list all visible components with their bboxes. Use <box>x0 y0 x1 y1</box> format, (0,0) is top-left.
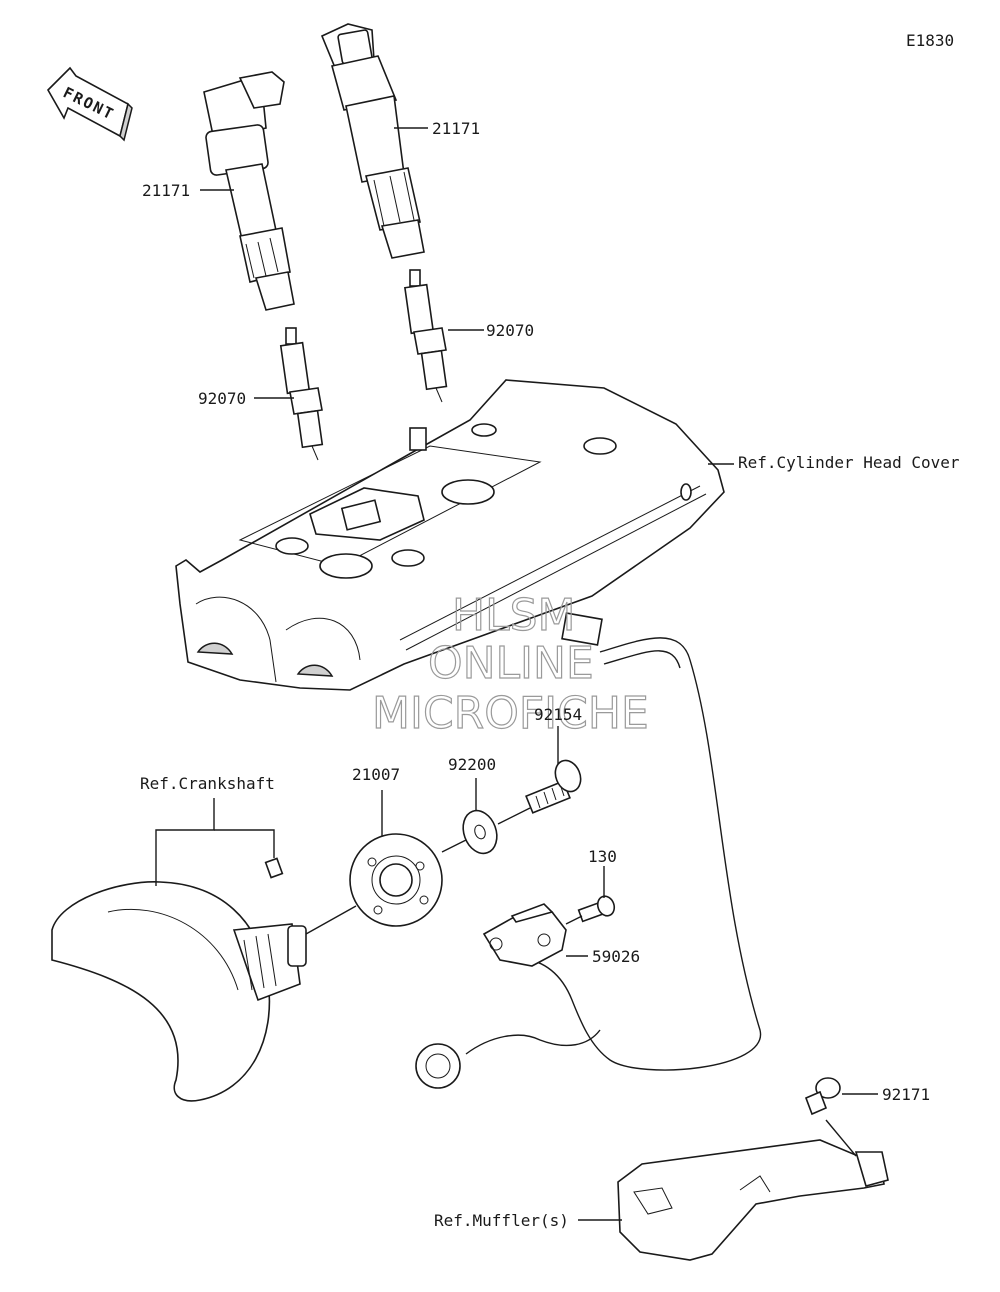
wire-clamp[interactable] <box>804 1077 841 1116</box>
watermark-line-1: HLSM <box>452 590 576 641</box>
label-bolt[interactable]: 92154 <box>534 705 582 724</box>
label-screw[interactable]: 130 <box>588 847 617 866</box>
spark-plug-right[interactable] <box>404 269 448 403</box>
label-plug-left[interactable]: 92070 <box>198 389 246 408</box>
watermark-line-3: MICROFICHE <box>372 688 649 739</box>
label-clamp[interactable]: 92171 <box>882 1085 930 1104</box>
crankshaft-sensor[interactable] <box>482 903 567 967</box>
spark-plug-left[interactable] <box>279 327 324 461</box>
crankshaft-flywheel[interactable] <box>51 857 307 1102</box>
pickup-wire-harness <box>415 612 761 1089</box>
rotor-bolt[interactable] <box>497 757 585 825</box>
label-plug-right[interactable]: 92070 <box>486 321 534 340</box>
label-head-cover: Ref.Cylinder Head Cover <box>738 453 960 472</box>
part-labels: 21171 21171 92070 92070 Ref.Cylinder Hea… <box>140 119 960 1230</box>
label-rotor[interactable]: 21007 <box>352 765 400 784</box>
muffler-bracket[interactable] <box>617 1119 889 1261</box>
diagram-code: E1830 <box>906 31 954 50</box>
cylinder-head-cover[interactable] <box>175 379 725 691</box>
label-coil-left[interactable]: 21171 <box>142 181 190 200</box>
ignition-coil-right[interactable] <box>320 23 425 259</box>
sensor-screw[interactable] <box>565 894 617 925</box>
label-sensor[interactable]: 59026 <box>592 947 640 966</box>
watermark-line-2: ONLINE <box>428 638 594 689</box>
label-muffler: Ref.Muffler(s) <box>434 1211 569 1230</box>
label-washer[interactable]: 92200 <box>448 755 496 774</box>
front-arrow-icon: FRONT <box>47 66 133 142</box>
pickup-rotor[interactable] <box>305 833 443 935</box>
watermark: HLSM ONLINE MICROFICHE <box>371 589 649 739</box>
label-crankshaft: Ref.Crankshaft <box>140 774 275 793</box>
washer[interactable] <box>441 806 503 858</box>
leader-lines <box>155 127 878 1221</box>
label-coil-right[interactable]: 21171 <box>432 119 480 138</box>
ignition-coil-left[interactable] <box>203 71 295 311</box>
